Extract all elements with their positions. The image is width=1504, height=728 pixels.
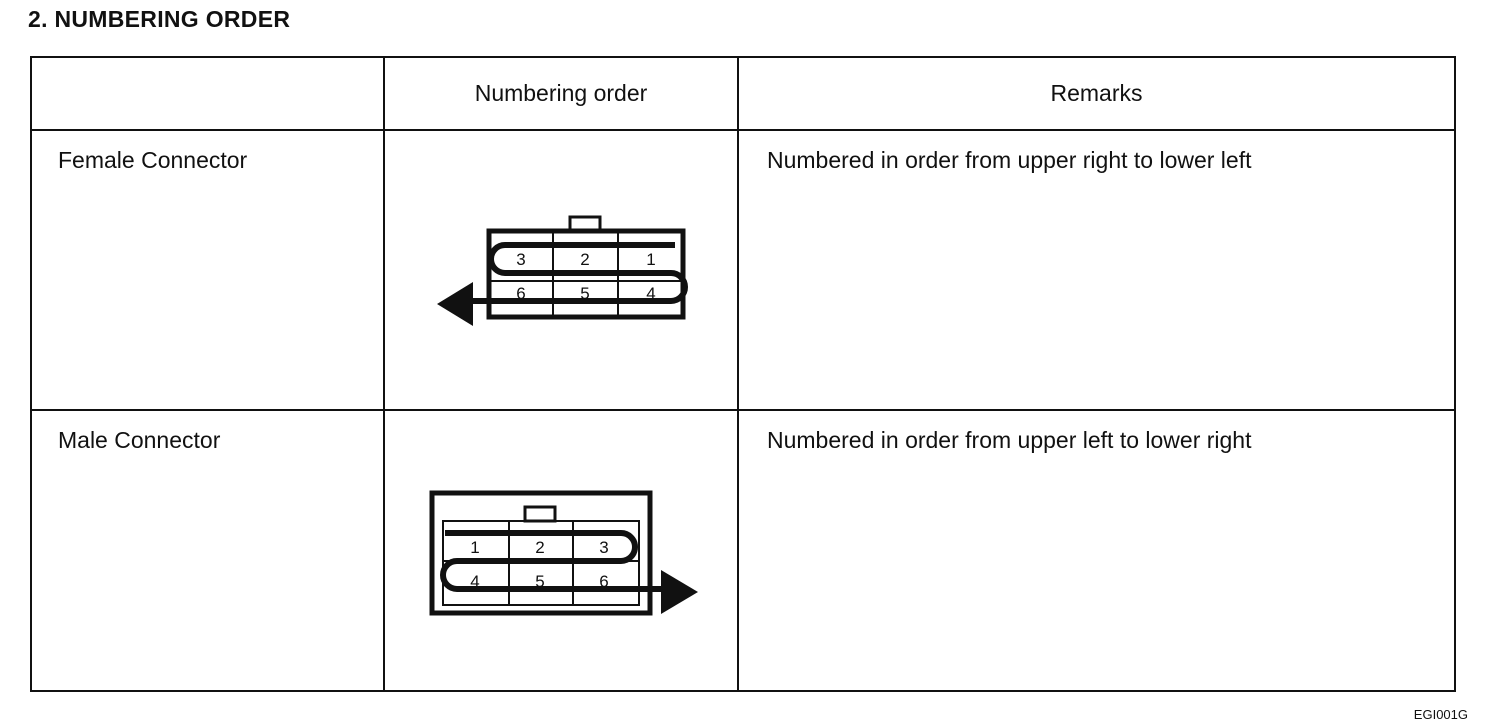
section-title: 2. NUMBERING ORDER [28,6,291,32]
pin-number: 6 [516,284,525,303]
pin-number: 5 [535,572,544,591]
arrow-left-icon [437,282,473,326]
header-numbering-order: Numbering order [383,56,739,131]
female-connector-label: Female Connector [58,147,248,173]
pin-number: 2 [580,250,589,269]
pin-number: 4 [646,284,655,303]
header-remarks: Remarks [737,56,1456,131]
pin-number: 5 [580,284,589,303]
pin-number: 3 [516,250,525,269]
pin-number: 4 [470,572,479,591]
male-connector-diagram-cell: 1 2 3 4 5 6 [383,409,739,692]
remark-cell: Numbered in order from upper left to low… [737,409,1456,692]
header-empty-cell [30,56,385,131]
table-row-male: Male Connector 1 2 3 4 5 6 Numbered in o [30,409,1456,692]
female-connector-diagram-cell: 3 2 1 6 5 4 [383,129,739,411]
remark-cell: Numbered in order from upper right to lo… [737,129,1456,411]
pin-number: 3 [599,538,608,557]
numbering-path [460,242,688,304]
pin-number: 1 [646,250,655,269]
numbering-path [440,530,665,592]
male-connector-label: Male Connector [58,427,221,453]
table-row-female: Female Connector 3 2 1 6 5 4 Numbered in… [30,129,1456,411]
numbering-order-table: Numbering order Remarks Female Connector… [30,56,1456,692]
figure-code: EGI001G [1413,707,1468,722]
row-label-cell: Female Connector [30,129,385,411]
pin-number: 2 [535,538,544,557]
female-connector-diagram: 3 2 1 6 5 4 [437,215,688,326]
pin-number: 6 [599,572,608,591]
female-connector-remark: Numbered in order from upper right to lo… [767,147,1252,173]
male-connector-diagram: 1 2 3 4 5 6 [429,490,698,616]
connector-latch [523,505,557,523]
pin-number: 1 [470,538,479,557]
arrow-right-icon [661,570,698,614]
row-label-cell: Male Connector [30,409,385,692]
table-header-row: Numbering order Remarks [30,56,1456,131]
male-connector-remark: Numbered in order from upper left to low… [767,427,1252,453]
